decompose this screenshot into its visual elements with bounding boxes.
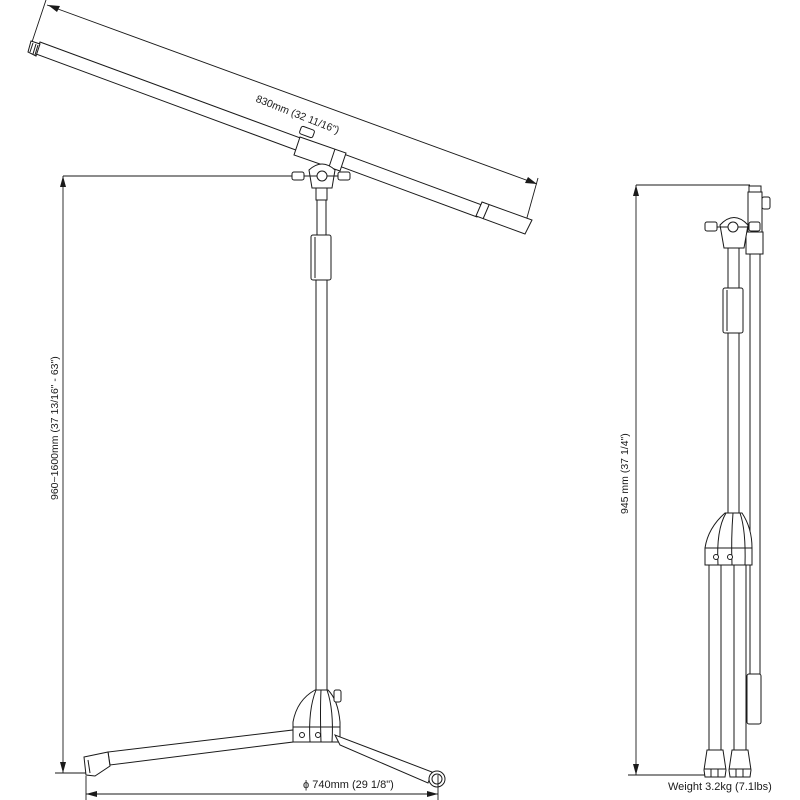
height-dimension-line: [55, 175, 292, 774]
side-view: [628, 184, 771, 778]
base-hub: [292, 689, 342, 743]
side-foot-left: [703, 749, 727, 778]
thread-tip-icon: [27, 40, 41, 57]
side-base-hub: [704, 512, 753, 566]
side-height-dimension-line: [628, 184, 750, 776]
counterweight: [475, 201, 533, 235]
boom-dimension-line: [29, 0, 539, 233]
side-legs: [703, 564, 752, 778]
boom-arm: [27, 40, 533, 235]
folded-boom: [745, 185, 771, 725]
left-foot: [83, 751, 111, 777]
tripod-legs: [83, 729, 446, 788]
pivot-head: [291, 163, 351, 201]
right-foot: [428, 770, 446, 788]
front-view: [27, 0, 539, 800]
height-clutch: [310, 234, 332, 281]
weight-label: Weight 3.2kg (7.1lbs): [668, 781, 772, 793]
folded-height-label: 945 mm (37 1/4"): [619, 433, 631, 514]
height-range-label: 960~1600mm (37 13/16" - 63"): [49, 356, 61, 500]
side-foot-right: [728, 749, 752, 778]
spread-dimension-line: [85, 775, 439, 800]
side-pivot-head: [704, 217, 761, 289]
side-height-clutch: [722, 287, 744, 334]
leg-spread-label: ϕ 740mm (29 1/8"): [303, 779, 394, 791]
